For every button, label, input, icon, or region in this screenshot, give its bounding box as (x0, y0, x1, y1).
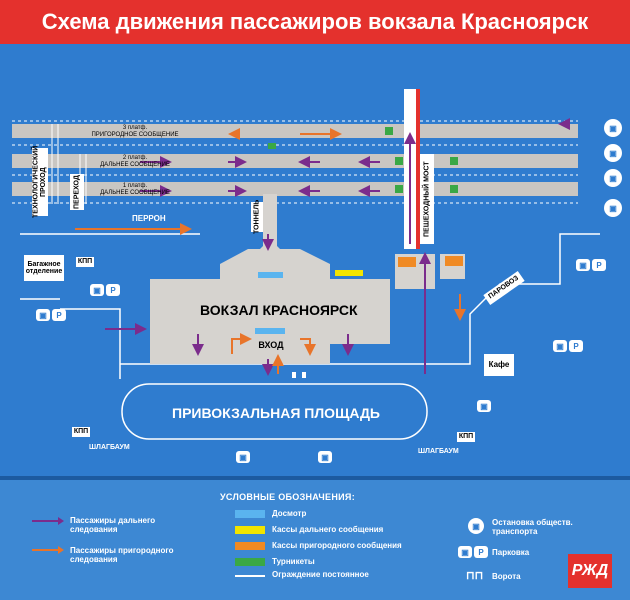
legend-suburban: Пассажиры пригородного следования (70, 546, 174, 565)
square-outline (121, 383, 428, 440)
legend-inspection: Досмотр (272, 509, 307, 518)
parking-icon: P (106, 284, 120, 296)
legend-parking: Парковка (492, 548, 530, 557)
legend-title: УСЛОВНЫЕ ОБОЗНАЧЕНИЯ: (220, 492, 355, 502)
cafe-label: Кафе (484, 354, 514, 376)
parking-icon: P (52, 309, 66, 321)
legend-gates: Ворота (492, 572, 521, 581)
page-title: Схема движения пассажиров вокзала Красно… (41, 9, 589, 34)
swatch-inspection (235, 510, 265, 518)
barrier-left-label: ШЛАГБАУМ (89, 444, 130, 451)
bus-stop-icon: ▣ (318, 451, 332, 463)
station-map: 3 платф.ПРИГОРОДНОЕ СООБЩЕНИЕ 2 платф.ДА… (0, 44, 630, 476)
bridge-label: ПЕШЕХОДНЫЙ МОСТ (420, 154, 434, 244)
swatch-suburban-tickets (235, 542, 265, 550)
bus-icon: ▣ (477, 400, 491, 412)
train-icon: ▣ (604, 199, 622, 217)
kpp-right-label: КПП (457, 432, 475, 442)
bridge (404, 89, 420, 249)
legend-long-tickets: Кассы дальнего сообщения (272, 525, 384, 534)
bus-icon: ▣ (90, 284, 104, 296)
kpp-left-label: КПП (72, 427, 90, 437)
platform-1-label: 1 платф.ДАЛЬНЕЕ СООБЩЕНИЕ (100, 183, 170, 196)
train-icon: ▣ (604, 144, 622, 162)
gates-icon: ⊓⊓ (466, 570, 484, 582)
legend-arrows (32, 517, 64, 554)
perron-label: ПЕРРОН (132, 214, 166, 223)
train-icon: ▣ (604, 169, 622, 187)
swatch-fence (235, 575, 265, 577)
train-icon: ▣ (604, 119, 622, 137)
legend-turnstiles: Турникеты (272, 557, 315, 566)
car-icon: ▣ (458, 546, 472, 558)
car-icon: ▣ (553, 340, 567, 352)
rzd-logo: РЖД (568, 554, 612, 588)
gate-markers (292, 372, 306, 378)
map-canvas (12, 89, 600, 440)
entrance-label: ВХОД (254, 340, 288, 352)
swatch-long-tickets (235, 526, 265, 534)
crossing-label: ПЕРЕХОД (70, 174, 84, 210)
barrier-right-label: ШЛАГБАУМ (418, 448, 459, 455)
route-arrows (75, 118, 570, 376)
tunnel-label: ТОННЕЛЬ (251, 200, 263, 234)
car-icon: ▣ (36, 309, 50, 321)
swatch-turnstiles (235, 558, 265, 566)
parking-icon: P (569, 340, 583, 352)
station-name: ВОКЗАЛ КРАСНОЯРСК (200, 302, 358, 318)
tech-passage-label: ТЕХНОЛОГИЧЕСКИЙ ПРОХОД (32, 145, 48, 219)
parking-icon: P (474, 546, 488, 558)
bus-stop-icon: ▣ (236, 451, 250, 463)
parking-icon: P (592, 259, 606, 271)
platform-2-label: 2 платф.ДАЛЬНЕЕ СООБЩЕНИЕ (100, 155, 170, 168)
turnstiles (268, 127, 458, 193)
legend-stop: Остановка обществ. транспорта (492, 518, 573, 537)
page-title-bar: Схема движения пассажиров вокзала Красно… (0, 0, 630, 44)
bus-stop-icon: ▣ (468, 518, 484, 534)
legend-long-distance: Пассажиры дальнего следования (70, 516, 156, 535)
car-icon: ▣ (576, 259, 590, 271)
station-building (150, 194, 465, 364)
legend-fence: Ограждение постоянное (272, 570, 369, 579)
square-label: ПРИВОКЗАЛЬНАЯ ПЛОЩАДЬ (172, 405, 380, 421)
tracks (12, 120, 578, 204)
legend: УСЛОВНЫЕ ОБОЗНАЧЕНИЯ: Пассажиры дальнего… (0, 476, 630, 600)
legend-suburban-tickets: Кассы пригородного сообщения (272, 541, 402, 550)
platform-3-label: 3 платф.ПРИГОРОДНОЕ СООБЩЕНИЕ (91, 125, 179, 138)
baggage-label: Багажное отделение (24, 255, 64, 281)
kpp-top-label: КПП (76, 257, 94, 267)
